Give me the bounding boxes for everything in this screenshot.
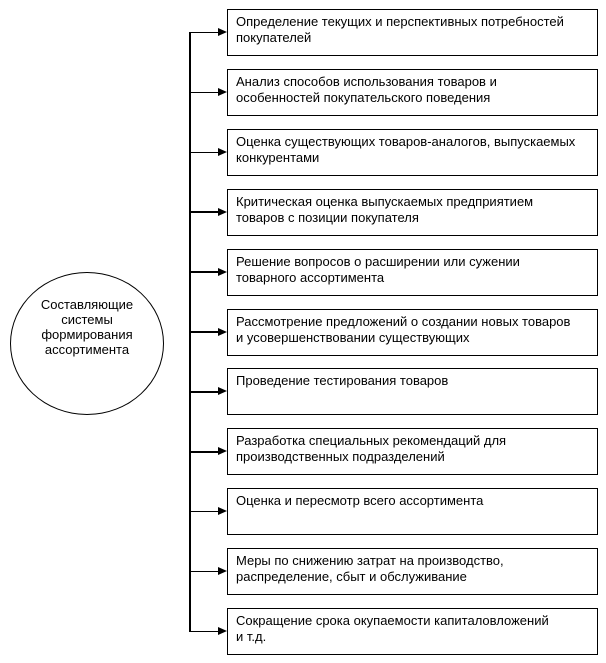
process-box-label: Анализ способов использования товаров и …: [236, 73, 497, 105]
source-ellipse: Составляющие системы формирования ассорт…: [10, 272, 164, 415]
arrow-right-icon: [218, 507, 227, 516]
arrow-right-icon: [218, 567, 227, 576]
process-box-label: Проведение тестирования товаров: [236, 373, 449, 389]
process-box-label: Разработка специальных рекомендаций для …: [236, 433, 507, 465]
process-box: Критическая оценка выпускаемых предприят…: [227, 188, 598, 236]
process-box: Сокращение срока окупаемости капиталовло…: [227, 608, 598, 655]
process-box-label: Критическая оценка выпускаемых предприят…: [236, 193, 534, 225]
connector-branch-line: [189, 31, 219, 34]
arrow-right-icon: [218, 207, 227, 216]
process-box-label: Оценка и пересмотр всего ассортимента: [236, 493, 484, 509]
process-box: Рассмотрение предложений о создании новы…: [227, 308, 598, 356]
process-box: Анализ способов использования товаров и …: [227, 68, 598, 116]
connector-branch-line: [189, 331, 219, 333]
connector-branch-line: [189, 211, 219, 213]
arrow-right-icon: [218, 147, 227, 156]
process-box-label: Определение текущих и перспективных потр…: [236, 14, 564, 45]
arrow-right-icon: [218, 267, 227, 276]
process-box: Меры по снижению затрат на производство,…: [227, 548, 598, 596]
connector-branch-line: [189, 91, 219, 94]
connector-branch-line: [189, 151, 219, 154]
connector-branch-line: [189, 570, 219, 573]
process-box-label: Меры по снижению затрат на производство,…: [236, 553, 504, 585]
process-box-label: Решение вопросов о расширении или сужени…: [236, 253, 520, 285]
connector-branch-line: [189, 510, 219, 513]
connector-branch-line: [189, 630, 219, 633]
arrow-right-icon: [218, 627, 227, 635]
process-box: Оценка и пересмотр всего ассортимента: [227, 488, 598, 536]
arrow-right-icon: [218, 87, 227, 96]
arrow-right-icon: [218, 28, 227, 36]
process-box: Разработка специальных рекомендаций для …: [227, 428, 598, 476]
arrow-right-icon: [218, 387, 227, 396]
process-box-label: Оценка существующих товаров-аналогов, вы…: [236, 133, 576, 165]
process-box: Решение вопросов о расширении или сужени…: [227, 248, 598, 296]
connector-branch-line: [189, 391, 219, 393]
ellipse-label: Составляющие системы формирования ассорт…: [40, 297, 134, 357]
connector-branch-line: [189, 451, 219, 453]
process-box: Определение текущих и перспективных потр…: [227, 9, 598, 56]
process-box-label: Рассмотрение предложений о создании новы…: [236, 313, 571, 345]
arrow-right-icon: [218, 327, 227, 336]
process-box: Проведение тестирования товаров: [227, 368, 598, 416]
process-box-label: Сокращение срока окупаемости капиталовло…: [236, 613, 549, 644]
arrow-right-icon: [218, 447, 227, 456]
process-box: Оценка существующих товаров-аналогов, вы…: [227, 128, 598, 176]
connector-branch-line: [189, 271, 219, 273]
